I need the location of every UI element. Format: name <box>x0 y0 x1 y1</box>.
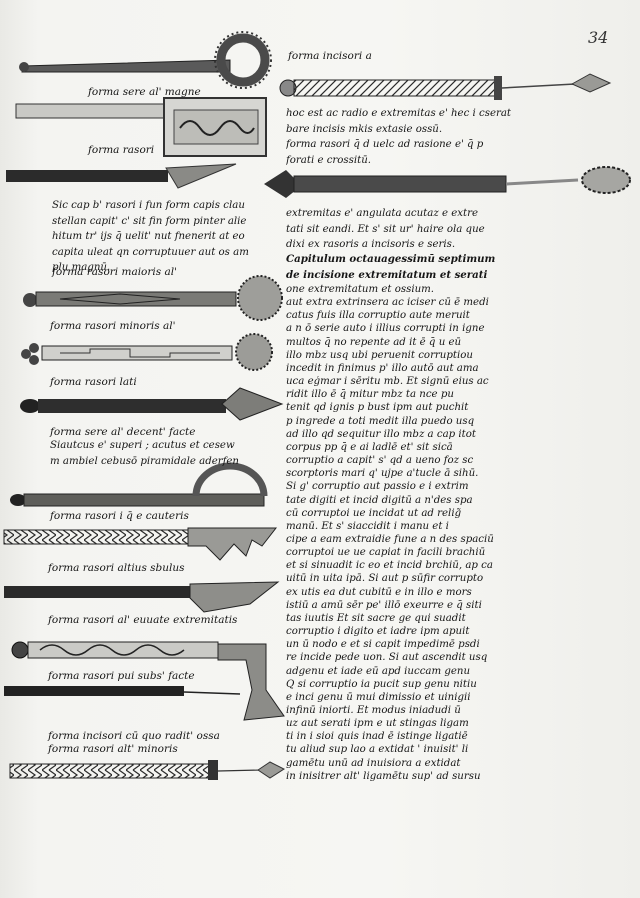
text-line: hitum tr' ijs q̄ uelit' nut fnenerit at … <box>52 231 245 242</box>
caption-incisori-ossa: forma incisori cū quo radit' ossa <box>48 730 220 742</box>
text-line: tas iuutis Et sit sacre ge qui suadit <box>286 612 466 624</box>
text-line: tate digiti et incid digitū a n'des spa <box>286 494 473 506</box>
folio-number: 34 <box>588 28 609 47</box>
text-line: p ingrede a toti medit illa puedo usq <box>286 415 475 427</box>
angled-blade-drawing <box>4 581 280 613</box>
axe-blade-drawing <box>11 641 285 721</box>
text-line: Siautcus e' superi ; acutus et cesew <box>50 440 235 451</box>
text-line: m ambiel cebusō piramidale aderfen <box>50 455 239 467</box>
text-line: incedit in finimus p' illo autō aut ama <box>286 362 479 374</box>
text-line: corruptoi ue ue capiat in facili brachiū <box>286 547 486 559</box>
text-line: manū. Et s' siaccidit i manu et i <box>286 520 449 532</box>
caption-pui: forma rasori pui subs' facte <box>48 670 195 682</box>
text-line: tu aliud sup lao a extidat ' inuisit' li <box>286 744 469 756</box>
leaf-tip-drawing <box>9 760 286 780</box>
text-line: scorptoris mari q' ujpe a'tucle ā sihū. <box>286 468 479 480</box>
text-line: e inci genu ū mui dimissio et uinigii <box>286 691 471 703</box>
caption-rasor-lati: forma rasori lati <box>50 376 137 388</box>
caption-rasor-minor: forma rasori minoris al' <box>50 320 176 332</box>
text-line: un ū nodo e et si capit impedimē psdi <box>286 639 480 651</box>
text-line: catus fuis illa corruptio aute meruit <box>286 310 470 322</box>
text-line: infinū iniorti. Et modus iniadudi ū <box>286 705 461 716</box>
text-line: tenit qd ignis p bust ipm aut puchit <box>286 402 469 414</box>
text-line: in inisitrer alt' ligamētu sup' ad sursu <box>286 770 481 782</box>
text-line: aut extra extrinsera ac iciser cū ē medi <box>286 297 489 309</box>
text-line: extremitas e' angulata acutaz e extre <box>286 208 478 219</box>
hatched-spear-drawing <box>279 73 612 100</box>
caption-ring-saw: forma sere al' magne <box>88 86 201 98</box>
text-line: corruptio a capit' s' qd a ueno foz sc <box>286 455 474 467</box>
text-line: multos q̄ no repente ad it ē q̄ u eū <box>286 336 462 348</box>
text-line: dixi ex rasoris a incisoris e seris. <box>286 239 456 250</box>
text-line: stellan capit' c' sit fin form pinter al… <box>52 215 247 227</box>
text-line: forati e crossitū. <box>286 154 372 166</box>
caption-rasor-maior: forma rasori maioris al' <box>52 266 177 278</box>
text-line: hoc est ac radio e extremitas e' hec i c… <box>286 108 512 119</box>
text-line: ridit illo ē q̄ mitur mbz ta nce pu <box>286 389 454 401</box>
text-line: plu magnū. <box>52 262 111 273</box>
right-paragraph-1: hoc est ac radio e extremitas e' hec i c… <box>286 106 516 168</box>
dark-rod-toothed-drawing <box>264 166 631 198</box>
right-paragraph-2: extremitas e' angulata acutaz e extre ta… <box>286 206 516 253</box>
text-line: bare incisis mkis extasie ossū. <box>286 123 443 135</box>
text-line: et si sinuadit ic eo et incid brchiū, ap… <box>286 560 493 572</box>
rasor-box-drawing <box>15 97 267 157</box>
text-line: Si g' corruptio aut passio e i extrim <box>286 481 469 493</box>
half-moon-saw-drawing <box>10 462 268 507</box>
text-line: gamētu unū ad inuisiora a extidat <box>286 757 461 769</box>
text-line: illo mbz usq ubi peruenit corruptiou <box>286 349 473 361</box>
text-line: tati sit eandi. Et s' sit ur' haire ola … <box>286 223 485 235</box>
text-line: cū corruptoi ue incidat ut ad relig̃ <box>286 507 462 519</box>
caption-rasor: forma rasori <box>88 144 155 156</box>
text-line: ad illo qd sequitur illo mbz a cap itot <box>286 428 476 440</box>
rubric-line: Capitulum octauagessimū septimum <box>286 253 496 265</box>
left-paragraph-2: Siautcus e' superi ; acutus et cesew m a… <box>50 438 274 469</box>
caption-rasori-minoris: forma rasori alt' minoris <box>48 743 178 755</box>
notched-blade-drawing <box>3 527 278 561</box>
rasor-lati-drawing <box>20 387 284 421</box>
text-line: capita uleat qn corruptuuer aut os am <box>52 246 249 258</box>
text-line: Q si corruptio ia pucit sup genu nitiu <box>286 678 477 690</box>
text-line: istiū a amū sēr pe' illō exeurre e q̄ si… <box>286 599 482 611</box>
thin-rod-drawing <box>4 686 241 696</box>
text-line: ti in i sioi quis inad ē istinge ligatiē <box>286 731 468 743</box>
left-paragraph: Sic cap b' rasori i fun form capis clau … <box>52 198 274 276</box>
text-line: Sic cap b' rasori i fun form capis clau <box>52 200 245 211</box>
text-line: uitū in uita ipā. Si aut p sūfir corrupt… <box>286 573 484 585</box>
caption-euuate: forma rasori al' euuate extremitatis <box>48 614 238 626</box>
text-line: re incide pede uon. Si aut ascendit usq <box>286 652 488 664</box>
chapter-rubric: Capitulum octauagessimū septimum de inci… <box>286 252 518 283</box>
caption-incisori: forma incisori a <box>288 50 372 62</box>
text-line: corpus pp q̄ e ai ladlē et' sit sicā <box>286 441 453 453</box>
text-line: forma rasori q̄ d uelc ad rasione e' q̄ … <box>286 139 484 150</box>
rasor-minor-drawing <box>21 333 273 371</box>
text-line: uca eģmar i sēritu mb. Et signū eius ac <box>286 376 489 388</box>
text-line: uz aut serati ipm e ut stingas ligam <box>286 718 469 730</box>
rasor-maior-drawing <box>23 275 283 321</box>
caption-altius: forma rasori altius sbulus <box>48 562 185 574</box>
ring-saw-drawing <box>19 31 272 89</box>
text-line: corruptio i digito et iadre ipm apuit <box>286 626 470 638</box>
dark-blade-drawing <box>6 163 237 189</box>
text-line: a n ō serie auto i illius corrupti in ig… <box>286 323 485 335</box>
caption-sere-decent: forma sere al' decent' facte <box>50 426 196 438</box>
text-line: cipe a eam extraidie fune a n des spaciū <box>286 533 494 545</box>
text-line: adgenu et iade eū apd iuccam genu <box>286 665 471 677</box>
text-line: one extremitatum et ossium. <box>286 284 435 295</box>
caption-cauteris: forma rasori i q̄ e cauteris <box>50 510 189 522</box>
right-main-text: one extremitatum et ossium. aut extra ex… <box>286 283 518 783</box>
text-line: ex utis ea dut cubitū e in illo e mors <box>286 586 472 598</box>
rubric-line: de incisione extremitatum et serati <box>286 268 488 281</box>
